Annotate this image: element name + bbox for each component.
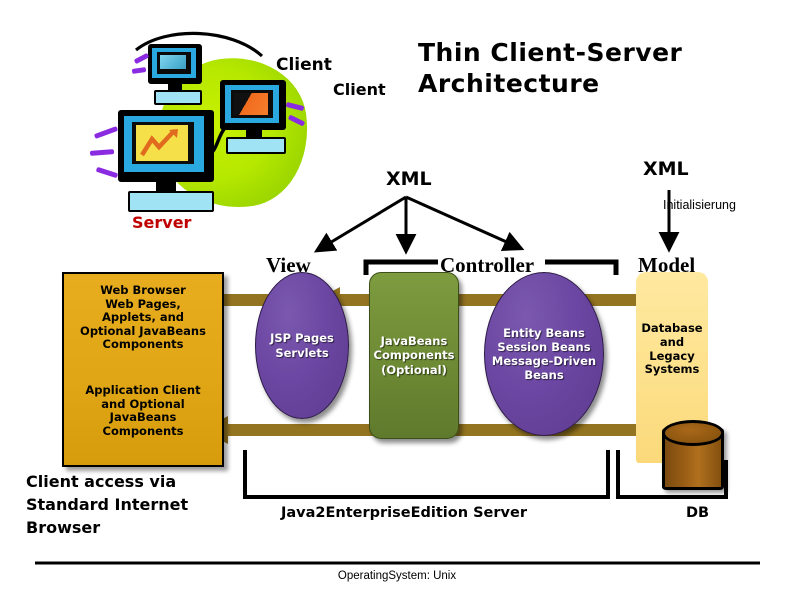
enterprise-beans-label: Entity Beans Session Beans Message-Drive… (491, 325, 597, 383)
j2ee-bracket (243, 450, 610, 499)
server-label: Server (132, 213, 192, 232)
client-tier-panel: Web Browser Web Pages, Applets, and Opti… (62, 272, 224, 467)
xml-label-right: XML (643, 158, 689, 180)
client-monitor-right (220, 80, 306, 156)
javabeans-components-label: JavaBeans Components (Optional) (373, 334, 455, 377)
xml-label-left: XML (386, 168, 432, 190)
page-title-line2: Architecture (418, 68, 600, 98)
application-client-text: Application Client and Optional JavaBean… (85, 383, 201, 438)
client-access-note: Client access via Standard Internet Brow… (26, 472, 189, 538)
client-server-clipart (89, 22, 336, 232)
server-monitor (89, 110, 230, 220)
client-label-2: Client (333, 80, 386, 99)
web-browser-text: Web Browser Web Pages, Applets, and Opti… (80, 283, 206, 352)
database-cylinder-top (662, 420, 724, 446)
page-title: Thin Client-Server Architecture (418, 38, 748, 99)
xml-fanout-arrows (313, 195, 525, 255)
javabeans-components-box: JavaBeans Components (Optional) (369, 272, 459, 439)
database-cylinder-icon (662, 420, 724, 492)
page-title-line1: Thin Client-Server (418, 38, 683, 67)
client-monitor-top (131, 44, 206, 105)
operating-system-label: OperatingSystem: Unix (337, 570, 457, 582)
database-legacy-text: Database and Legacy Systems (641, 321, 703, 377)
db-caption: DB (686, 505, 710, 521)
enterprise-beans-oval: Entity Beans Session Beans Message-Drive… (484, 272, 604, 436)
jsp-servlets-label: JSP Pages Servlets (270, 331, 334, 360)
jsp-servlets-oval: JSP Pages Servlets (255, 272, 349, 419)
client-label-1: Client (276, 55, 332, 75)
initialisierung-label: Initialisierung (663, 198, 736, 212)
j2ee-server-caption: Java2EnterpriseEdition Server (281, 505, 527, 521)
tier-caption-controller: Controller (440, 253, 535, 277)
